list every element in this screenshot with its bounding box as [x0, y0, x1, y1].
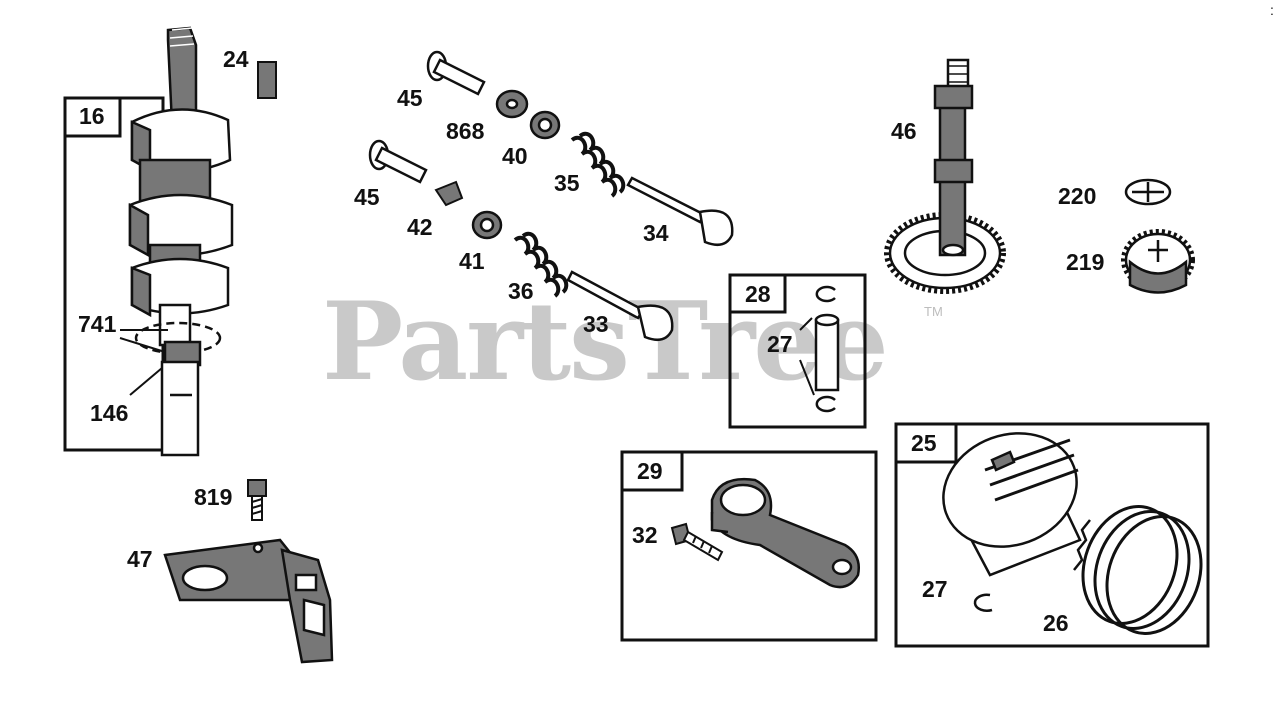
callout-27-clip[interactable]: 27 [922, 576, 948, 602]
camshaft-drawing [884, 58, 1006, 294]
callout-219[interactable]: 219 [1066, 249, 1105, 275]
trademark-mark: TM [924, 304, 943, 319]
retainer-drawings [471, 110, 561, 240]
callout-35[interactable]: 35 [554, 170, 580, 196]
box-29-tab [620, 450, 684, 492]
corner-mark: : [1270, 2, 1274, 18]
box-29-number: 29 [637, 458, 663, 484]
callout-45-lower[interactable]: 45 [354, 184, 380, 210]
box-25-frame [894, 422, 1210, 648]
piston-rings-drawing [1073, 505, 1203, 635]
governor-gear-219-drawing [1121, 229, 1195, 294]
callout-26[interactable]: 26 [1043, 610, 1069, 636]
piston-pin-clip-drawing [973, 593, 993, 612]
box-28-number: 28 [745, 281, 771, 307]
box-25-tab [894, 422, 958, 464]
callout-741[interactable]: 741 [78, 311, 117, 337]
bracket-47-drawing [163, 538, 334, 664]
box-16-number: 16 [79, 103, 105, 129]
valve-springs-drawing [513, 131, 626, 298]
leader-lines [119, 329, 168, 396]
woodruff-key-24 [257, 61, 277, 99]
callout-24[interactable]: 24 [223, 46, 249, 72]
crankshaft-drawing [128, 26, 234, 457]
callout-34[interactable]: 34 [643, 220, 669, 246]
bolt-819-drawing [247, 479, 267, 521]
partstree-watermark: PartsTree [322, 279, 889, 405]
keeper-42-drawing [434, 180, 464, 207]
piston-pin-drawing [799, 285, 840, 413]
washer-868-drawing [495, 89, 529, 119]
callout-45-upper[interactable]: 45 [397, 85, 423, 111]
box-29-frame [620, 450, 878, 642]
valve-stems-drawing [566, 176, 734, 342]
callout-42[interactable]: 42 [407, 214, 433, 240]
callout-36[interactable]: 36 [508, 278, 534, 304]
callout-32[interactable]: 32 [632, 522, 658, 548]
callout-146[interactable]: 146 [90, 400, 129, 426]
callout-46[interactable]: 46 [891, 118, 917, 144]
valve-upper-drawing [368, 50, 486, 184]
connecting-rod-drawing [710, 477, 860, 589]
callout-819[interactable]: 819 [194, 484, 233, 510]
box-28-tab [728, 273, 787, 314]
box-16-tab [63, 96, 122, 138]
callout-220[interactable]: 220 [1058, 183, 1097, 209]
callout-41[interactable]: 41 [459, 248, 485, 274]
box-25-number: 25 [911, 430, 937, 456]
box-28-frame [728, 273, 867, 429]
callout-47[interactable]: 47 [127, 546, 153, 572]
governor-cup-220-drawing [1124, 178, 1172, 206]
callout-868[interactable]: 868 [446, 118, 485, 144]
piston-drawing [942, 432, 1082, 577]
callout-33[interactable]: 33 [583, 311, 609, 337]
callout-27-pin[interactable]: 27 [767, 331, 793, 357]
callout-40[interactable]: 40 [502, 143, 528, 169]
rod-bolt-32-drawing [670, 522, 724, 562]
